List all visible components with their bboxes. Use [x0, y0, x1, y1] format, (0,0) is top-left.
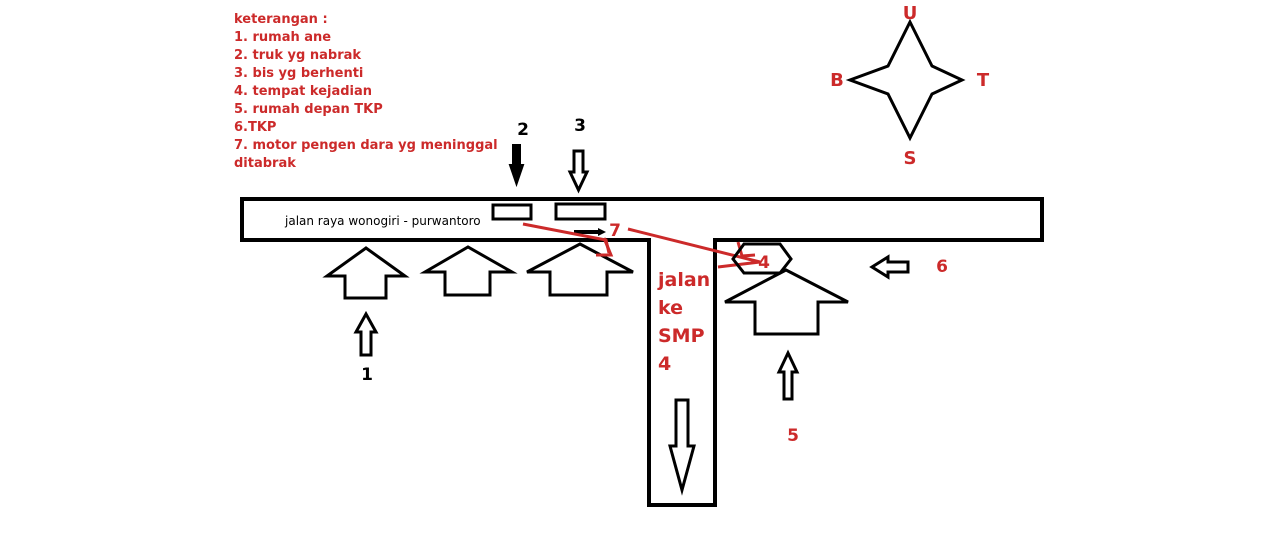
marker-7: 7	[609, 221, 621, 241]
compass-south: S	[904, 148, 917, 169]
up-arrow-icon	[353, 310, 379, 357]
legend-item: 5. rumah depan TKP	[234, 102, 383, 117]
motorcycle-trajectory	[627, 227, 761, 269]
marker-2: 2	[517, 120, 529, 140]
legend-item: ditabrak	[234, 156, 296, 171]
compass-east: T	[977, 70, 990, 91]
svg-text:jalan: jalan	[657, 269, 710, 291]
motorcycle-trajectory-head	[736, 241, 756, 258]
legend: keterangan : 1. rumah ane 2. truk yg nab…	[234, 11, 498, 173]
left-arrow-icon	[869, 254, 910, 280]
main-road-label: jalan raya wonogiri - purwantoro	[284, 214, 481, 228]
svg-text:4: 4	[658, 353, 671, 375]
up-arrow-icon	[776, 349, 800, 401]
house-icon	[419, 245, 518, 297]
motorcycle-head-icon	[598, 228, 606, 236]
down-arrow-icon	[668, 398, 696, 496]
svg-text:ke: ke	[658, 297, 683, 319]
legend-item: 6.TKP	[234, 120, 277, 135]
house-icon	[724, 268, 849, 336]
compass-star-icon	[845, 18, 966, 142]
compass-north: U	[903, 3, 918, 24]
svg-text:SMP: SMP	[658, 325, 705, 347]
down-arrow-icon	[508, 144, 525, 188]
legend-title: keterangan :	[234, 12, 328, 27]
side-road-label: jalan ke SMP 4	[657, 269, 710, 375]
legend-item: 3. bis yg berhenti	[234, 66, 364, 81]
marker-4: 4	[758, 253, 770, 273]
marker-3: 3	[574, 116, 586, 136]
house-icon	[322, 246, 410, 300]
legend-item: 2. truk yg nabrak	[234, 48, 362, 63]
marker-6: 6	[936, 257, 948, 277]
marker-5: 5	[787, 426, 799, 446]
accident-location-shape	[731, 242, 793, 275]
house-icon	[526, 242, 634, 297]
legend-item: 7. motor pengen dara yg meninggal	[234, 138, 498, 153]
main-road	[240, 197, 1044, 507]
truck-trajectory-head	[596, 237, 614, 257]
compass: U S B T	[830, 3, 990, 169]
down-arrow-icon	[567, 149, 590, 194]
legend-item: 1. rumah ane	[234, 30, 332, 45]
compass-west: B	[830, 70, 844, 91]
bus-shape	[554, 202, 607, 221]
legend-item: 4. tempat kejadian	[234, 84, 373, 99]
marker-1: 1	[361, 365, 373, 385]
truck-shape	[491, 203, 533, 221]
